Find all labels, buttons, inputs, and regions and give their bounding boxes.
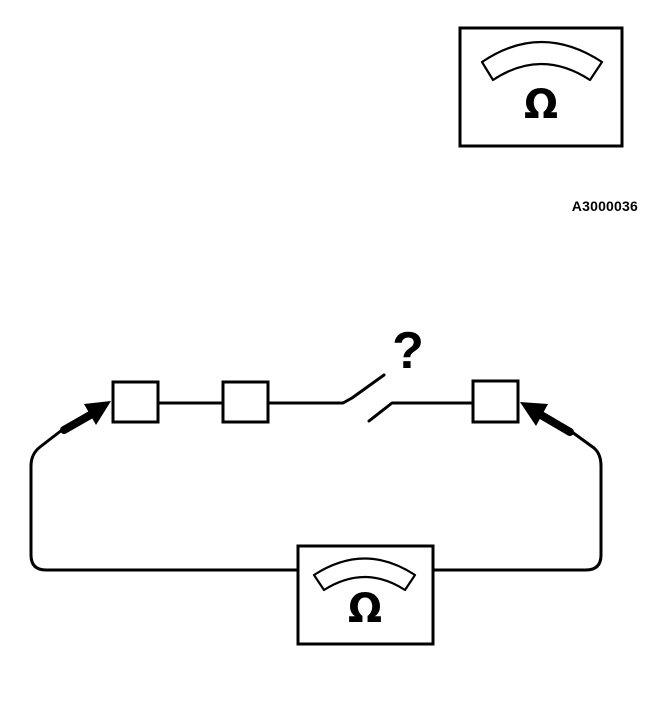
probe-right — [520, 402, 574, 436]
question-mark: ? — [392, 322, 424, 380]
probe-left — [60, 401, 111, 434]
ohmmeter-bottom: Ω — [296, 544, 435, 646]
figure-id-label: A3000036 — [571, 198, 638, 214]
component-middle — [221, 380, 270, 424]
wire-2-switch — [266, 373, 386, 405]
ohmmeter-top-dial — [480, 40, 604, 82]
ohmmeter-bottom-symbol: Ω — [348, 586, 382, 632]
connector-right — [471, 379, 520, 424]
probe-left-arrowhead — [84, 401, 111, 425]
probe-right-arrowhead — [520, 402, 548, 426]
circuit-wires — [29, 373, 603, 572]
wire-switch-3 — [367, 401, 475, 423]
ohmmeter-top: Ω — [458, 26, 624, 148]
wire-left-loop — [29, 428, 300, 572]
probe-right-shaft — [537, 411, 574, 436]
probe-left-shaft — [60, 410, 96, 434]
connector-left — [111, 380, 160, 424]
wire-right-loop — [431, 430, 603, 572]
ohmmeter-top-symbol: Ω — [524, 82, 558, 128]
ohmmeter-bottom-dial — [312, 557, 417, 592]
